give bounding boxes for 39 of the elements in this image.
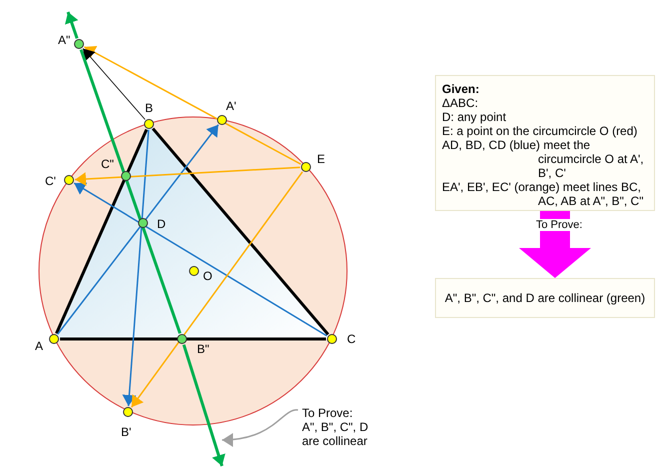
arrow [84,46,302,165]
callout-text: A", B", C", D are collinear [302,420,370,448]
point-label: C [347,332,356,346]
point-label: O [203,269,212,283]
result-box [435,278,655,318]
point-label: C" [101,157,114,171]
panel-text: EA', EB', EC' (orange) meet lines BC, AC, AB at A", B", C" [442,180,644,208]
point-label: B" [197,342,210,356]
line [152,128,330,336]
arrow [182,344,226,466]
given-panel [435,75,655,211]
point-label: A' [226,99,236,113]
arrow [74,182,328,337]
arrow [64,12,78,39]
point-label: A" [58,33,70,47]
line [60,338,326,340]
point-label: A [35,339,44,353]
arrow [74,166,300,186]
point-label: D [157,217,166,231]
block-arrow [519,211,591,278]
arrow [130,171,304,408]
callout-heading: To Prove: [302,406,354,420]
panel-text: AD, BD, CD (blue) meet the circumcircle O at A', B', C' [442,138,645,180]
arrow [82,48,146,120]
point-label: C' [45,174,56,188]
leader-line [222,409,298,446]
line [80,49,182,334]
edge-label: To Prove: [535,219,584,231]
panel-text: D: any point [442,110,508,124]
point-label: E [317,152,326,166]
arrow [57,124,219,335]
point-label: B' [121,425,132,439]
panel-text: ΔABC: [442,96,480,110]
arrow [122,130,150,406]
point-label: B [145,101,154,115]
line [55,128,148,334]
panel-text: E: a point on the circumcircle O (red) [442,124,638,138]
panel-text: A", B", C", and D are collinear (green) [444,291,646,305]
panel-heading: Given: [442,82,480,96]
